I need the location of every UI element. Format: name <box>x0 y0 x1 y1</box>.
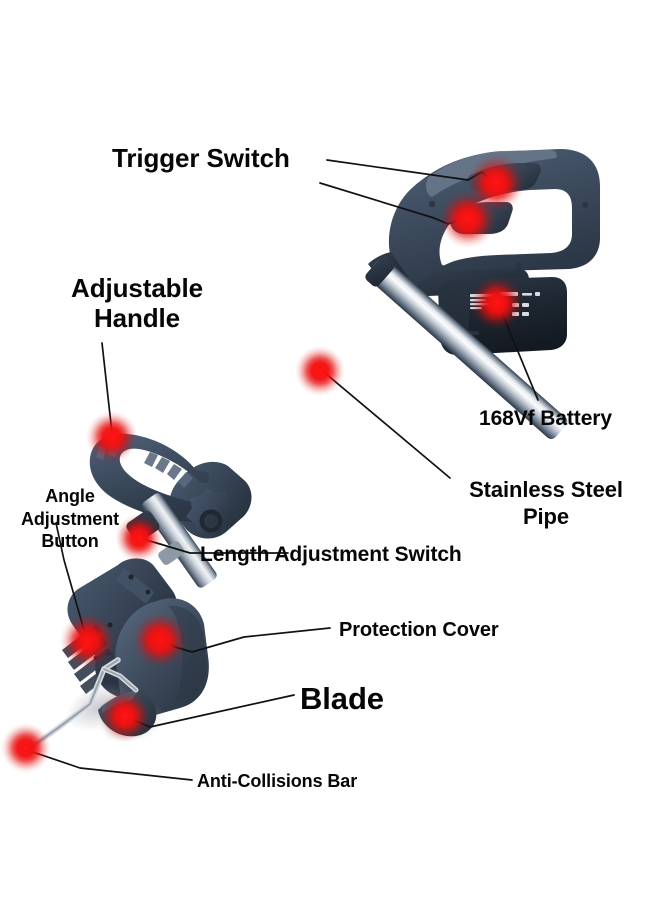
adjustable-front-handle <box>89 433 252 539</box>
callout-label-angle-adjustment-button[interactable]: Angle Adjustment Button <box>20 486 119 552</box>
callout-label-anti-collisions-bar[interactable]: Anti-Collisions Bar <box>197 771 358 791</box>
callout-label-stainless-steel-pipe[interactable]: Stainless Steel Pipe <box>469 477 623 529</box>
callout-label-adjustable-handle[interactable]: Adjustable Handle <box>71 273 203 333</box>
clamp-knob <box>186 488 238 535</box>
callout-label-protection-cover[interactable]: Protection Cover <box>339 619 499 641</box>
rear-handle-assembly <box>368 149 600 291</box>
callout-label-length-adjustment-switch[interactable]: Length Adjustment Switch <box>200 543 462 566</box>
callout-label-trigger-switch[interactable]: Trigger Switch <box>112 143 290 173</box>
callout-label-battery[interactable]: 168Vf Battery <box>479 407 612 430</box>
callout-label-blade[interactable]: Blade <box>300 681 384 716</box>
